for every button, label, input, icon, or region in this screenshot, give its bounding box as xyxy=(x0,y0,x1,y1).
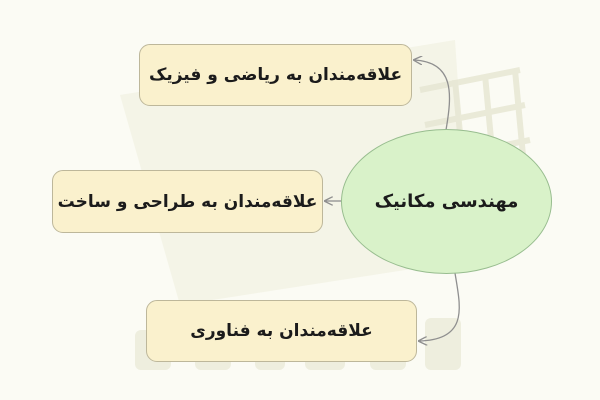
center-node-mechanical-engineering: مهندسی مکانیک xyxy=(341,129,552,274)
center-label: مهندسی مکانیک xyxy=(374,191,519,212)
connector-to-technology xyxy=(419,272,460,341)
branch-label: علاقه‌مندان به ریاضی و فیزیک xyxy=(148,65,403,85)
connector-to-math-physics xyxy=(414,60,451,131)
branch-label: علاقه‌مندان به طراحی و ساخت xyxy=(57,191,318,212)
branch-design-build: علاقه‌مندان به طراحی و ساخت xyxy=(52,170,323,233)
branch-technology: علاقه‌مندان به فناوری xyxy=(146,300,417,362)
branch-math-physics: علاقه‌مندان به ریاضی و فیزیک xyxy=(139,44,412,106)
branch-label: علاقه‌مندان به فناوری xyxy=(190,321,373,341)
